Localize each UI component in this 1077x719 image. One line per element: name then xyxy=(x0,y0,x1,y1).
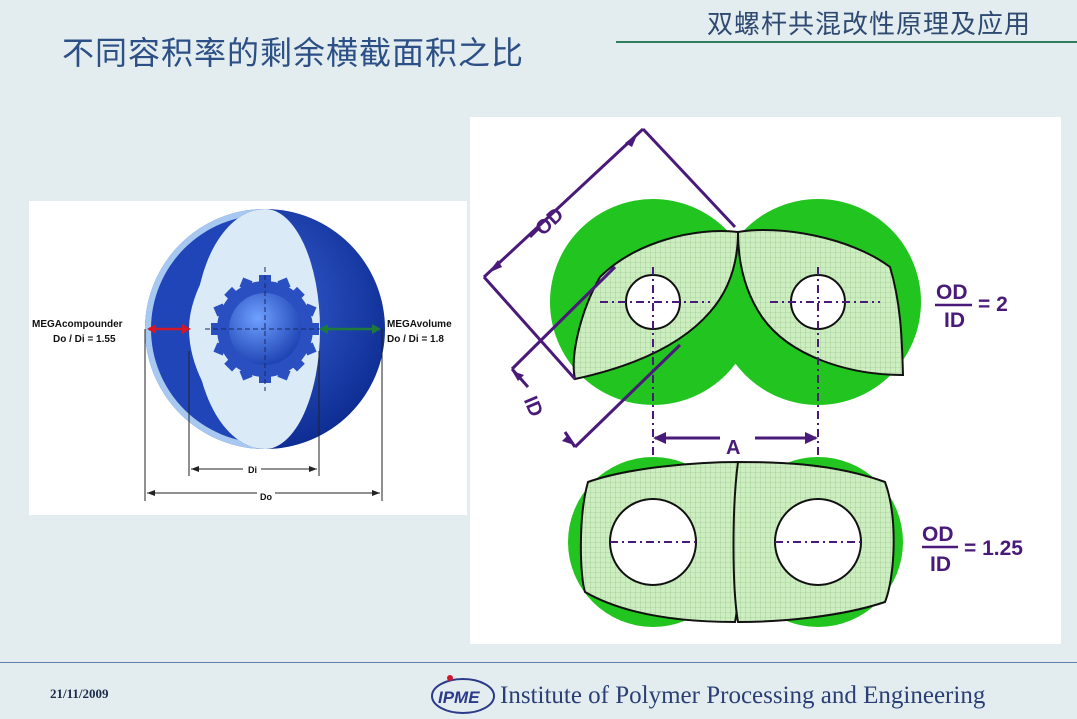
institute-name: Institute of Polymer Processing and Engi… xyxy=(500,682,986,709)
svg-text:ID: ID xyxy=(944,309,965,332)
ratio-top: OD ID = 2 xyxy=(935,281,1008,332)
volume-label: MEGAvolume xyxy=(387,319,452,330)
svg-text:OD: OD xyxy=(936,281,968,304)
svg-text:OD: OD xyxy=(922,523,954,546)
compounder-ratio: Do / Di = 1.55 xyxy=(53,334,116,345)
ratio-bottom: OD ID = 1.25 xyxy=(922,523,1023,576)
compounder-label: MEGAcompounder xyxy=(32,319,123,330)
twin-screw-od-id-diagram: OD ID A xyxy=(482,127,1023,627)
slide-date: 21/11/2009 xyxy=(50,686,109,701)
ipme-logo: IPME xyxy=(431,675,495,714)
svg-text:IPME: IPME xyxy=(438,688,480,707)
footer-divider xyxy=(0,662,1077,663)
svg-text:= 2: = 2 xyxy=(978,293,1008,316)
di-label: Di xyxy=(248,465,257,475)
course-title: 双螺杆共混改性原理及应用 xyxy=(706,10,1031,40)
slide-title: 不同容积率的剩余横截面积之比 xyxy=(62,34,525,72)
svg-text:A: A xyxy=(726,437,740,459)
right-figure-panel: OD ID A xyxy=(470,117,1061,644)
screw-cross-section-diagram: Di Do MEGAcompounder Do / Di = 1.55 MEGA… xyxy=(32,209,452,509)
svg-text:ID: ID xyxy=(930,553,951,576)
top-screw-pair xyxy=(550,199,921,587)
left-figure-panel: Di Do MEGAcompounder Do / Di = 1.55 MEGA… xyxy=(29,201,467,515)
svg-text:ID: ID xyxy=(519,393,547,420)
header-divider xyxy=(616,41,1077,43)
volume-ratio: Do / Di = 1.8 xyxy=(387,334,444,345)
svg-text:OD: OD xyxy=(531,204,568,241)
svg-text:= 1.25: = 1.25 xyxy=(964,537,1023,560)
bottom-screw-pair xyxy=(568,457,903,627)
do-label: Do xyxy=(260,492,272,502)
a-dimension: A xyxy=(653,432,818,459)
